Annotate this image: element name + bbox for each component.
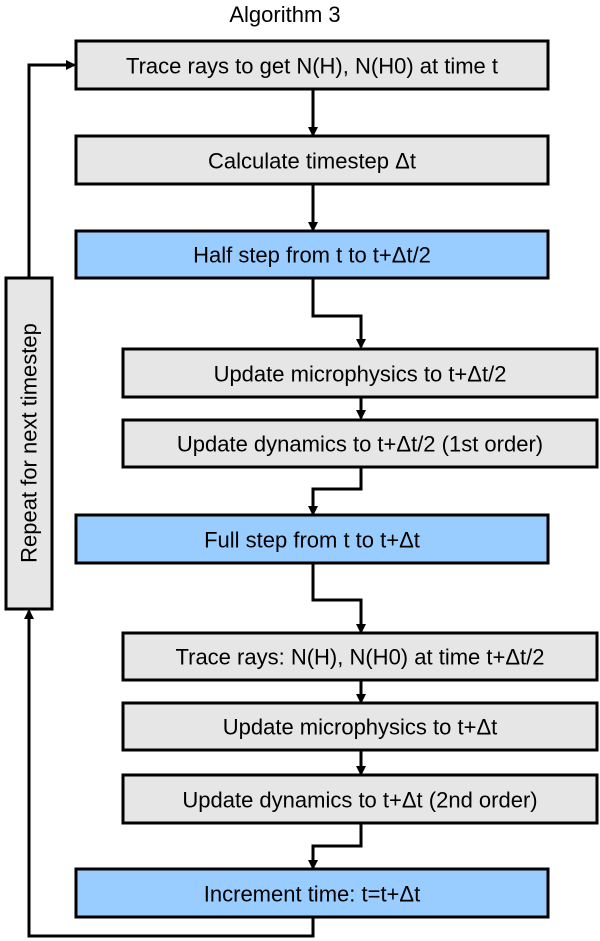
loop-box: Repeat for next timestep xyxy=(4,276,54,611)
arrow-step9-to-step10 xyxy=(308,823,363,870)
step-box-1: Trace rays to get N(H), N(H0) at time t xyxy=(74,39,550,91)
loop-back-connector-top xyxy=(27,60,76,278)
step-box-5: Update dynamics to t+Δt/2 (1st order) xyxy=(121,418,599,469)
step-label-5: Update dynamics to t+Δt/2 (1st order) xyxy=(177,432,543,457)
step-box-6: Full step from t to t+Δt xyxy=(74,513,550,565)
flow-connectors xyxy=(24,60,366,938)
step-label-1: Trace rays to get N(H), N(H0) at time t xyxy=(126,54,498,79)
step-box-1-rect xyxy=(74,39,550,91)
step-box-3-rect xyxy=(74,229,550,280)
step-box-7-rect xyxy=(121,631,599,682)
step-label-10: Increment time: t=t+Δt xyxy=(204,882,420,907)
step-box-8: Update microphysics to t+Δt xyxy=(121,701,599,752)
step-box-4-rect xyxy=(121,347,599,399)
step-box-2: Calculate timestep Δt xyxy=(74,134,550,186)
step-label-6: Full step from t to t+Δt xyxy=(204,528,420,553)
step-box-4: Update microphysics to t+Δt/2 xyxy=(121,347,599,399)
step-box-7: Trace rays: N(H), N(H0) at time t+Δt/2 xyxy=(121,631,599,682)
step-box-9: Update dynamics to t+Δt (2nd order) xyxy=(121,773,599,825)
loop-label: Repeat for next timestep xyxy=(17,323,42,563)
step-box-10: Increment time: t=t+Δt xyxy=(74,867,550,919)
step-box-2-rect xyxy=(74,134,550,186)
step-label-8: Update microphysics to t+Δt xyxy=(223,715,498,740)
loop-back-connector-bottom xyxy=(24,609,315,938)
diagram-title: Algorithm 3 xyxy=(229,2,340,27)
step-box-5-rect xyxy=(121,418,599,469)
step-box-8-rect xyxy=(121,701,599,752)
step-label-2: Calculate timestep Δt xyxy=(208,149,416,174)
arrow-step3-to-step4 xyxy=(311,278,366,349)
step-label-3: Half step from t to t+Δt/2 xyxy=(193,243,431,268)
step-box-10-rect xyxy=(74,867,550,919)
step-box-3: Half step from t to t+Δt/2 xyxy=(74,229,550,280)
step-box-9-rect xyxy=(121,773,599,825)
arrow-step5-to-step6 xyxy=(308,467,363,516)
step-label-9: Update dynamics to t+Δt (2nd order) xyxy=(182,788,537,813)
step-box-6-rect xyxy=(74,513,550,565)
arrow-step6-to-step7 xyxy=(311,563,366,634)
step-label-4: Update microphysics to t+Δt/2 xyxy=(214,362,507,387)
step-label-7: Trace rays: N(H), N(H0) at time t+Δt/2 xyxy=(176,645,545,670)
